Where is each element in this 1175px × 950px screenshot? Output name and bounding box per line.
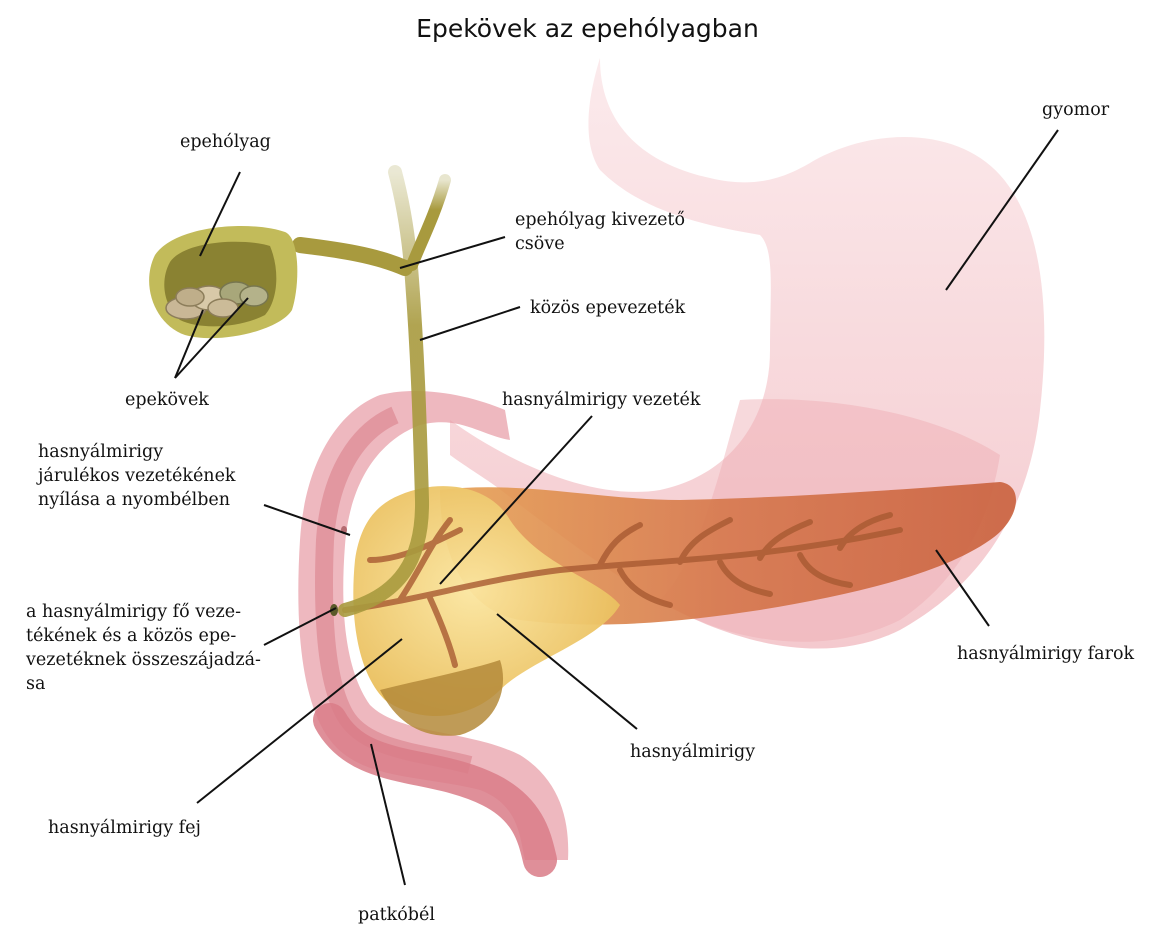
label-gallbladder: epehólyag — [180, 132, 271, 152]
cystic-duct — [292, 237, 413, 276]
gallstones-cluster — [165, 281, 269, 320]
label-pancreatic-duct: hasnyálmirigy vezeték — [502, 390, 701, 410]
label-duodenum: patkóbél — [358, 905, 435, 925]
pancreatic-duct-tree — [342, 512, 903, 668]
label-gallstones: epekövek — [125, 390, 209, 410]
duodenum-lower — [313, 703, 557, 877]
label-ampulla: a hasnyálmirigy fő veze- tékének és a kö… — [26, 602, 261, 694]
leader-lines — [174, 129, 1059, 886]
hepatic-duct-branch — [406, 174, 451, 271]
label-cystic-duct: epehólyag kivezető csöve — [515, 210, 685, 254]
label-stomach: gyomor — [1042, 100, 1110, 120]
label-pancreas-tail: hasnyálmirigy farok — [957, 644, 1135, 664]
label-pancreas: hasnyálmirigy — [630, 742, 756, 762]
pancreas-uncinate — [380, 660, 504, 736]
label-pancreas-head: hasnyálmirigy fej — [48, 818, 201, 838]
common-bile-duct — [338, 165, 430, 617]
label-common-bile-duct: közös epevezeték — [530, 298, 686, 318]
label-accessory-duct: hasnyálmirigy járulékos vezetékének nyíl… — [38, 442, 236, 510]
diagram-title: Epekövek az epehólyagban — [416, 14, 759, 43]
